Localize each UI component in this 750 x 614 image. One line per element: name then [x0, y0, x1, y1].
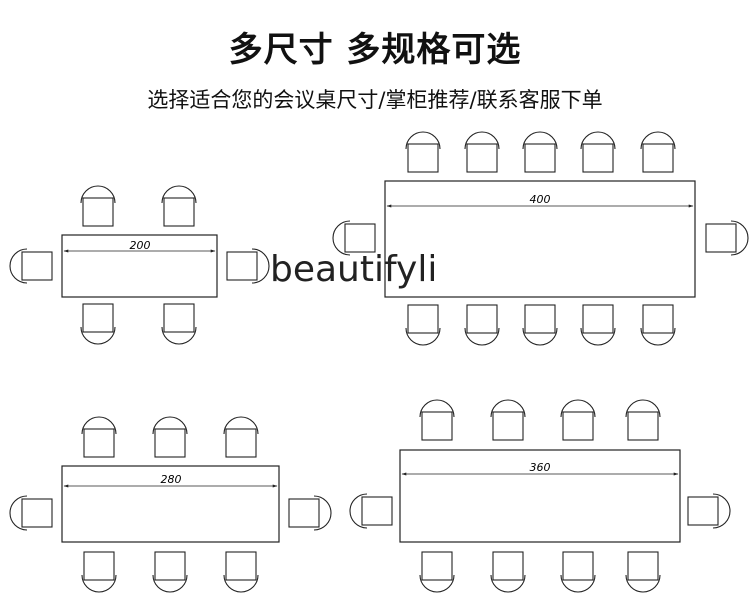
table-top — [61, 234, 218, 298]
table-top — [61, 465, 280, 543]
chair — [580, 304, 616, 346]
chair — [522, 131, 558, 173]
watermark-text: beautifyli — [270, 249, 438, 290]
table-top — [384, 180, 696, 298]
chair — [405, 131, 441, 173]
chair — [9, 495, 53, 531]
chair — [288, 495, 332, 531]
chair — [580, 131, 616, 173]
chair — [464, 304, 500, 346]
chair — [226, 248, 270, 284]
table-layout-400: 400 — [332, 131, 749, 346]
chair — [490, 551, 526, 593]
chair — [419, 399, 455, 441]
chair-group — [349, 399, 731, 593]
chair — [161, 185, 197, 227]
table-layout-360: 360 — [349, 399, 731, 593]
table-layout-280: 280 — [9, 416, 332, 593]
chair — [625, 551, 661, 593]
chair — [81, 416, 117, 458]
chair — [223, 551, 259, 593]
chair — [419, 551, 455, 593]
dimension-label: 200 — [130, 239, 151, 252]
chair — [640, 304, 676, 346]
chair — [152, 551, 188, 593]
chair — [81, 551, 117, 593]
chair — [490, 399, 526, 441]
chair — [560, 551, 596, 593]
chair — [9, 248, 53, 284]
chair-group — [9, 185, 270, 345]
page-title: 多尺寸 多规格可选 — [228, 30, 522, 70]
chair — [80, 303, 116, 345]
chair — [560, 399, 596, 441]
chair — [640, 131, 676, 173]
chair — [405, 304, 441, 346]
chair — [332, 220, 376, 256]
chair — [705, 220, 749, 256]
table-layout-200: 200 — [9, 185, 270, 345]
dimension-label: 400 — [530, 193, 551, 206]
chair — [349, 493, 393, 529]
dimension-label: 360 — [530, 461, 551, 474]
chair — [464, 131, 500, 173]
chair — [687, 493, 731, 529]
chair — [625, 399, 661, 441]
page-subtitle: 选择适合您的会议桌尺寸/掌柜推荐/联系客服下单 — [147, 88, 603, 112]
chair — [80, 185, 116, 227]
chair — [522, 304, 558, 346]
chair-group — [9, 416, 332, 593]
table-top — [399, 449, 681, 543]
chair — [161, 303, 197, 345]
chair-group — [332, 131, 749, 346]
chair — [152, 416, 188, 458]
chair — [223, 416, 259, 458]
dimension-label: 280 — [161, 473, 182, 486]
